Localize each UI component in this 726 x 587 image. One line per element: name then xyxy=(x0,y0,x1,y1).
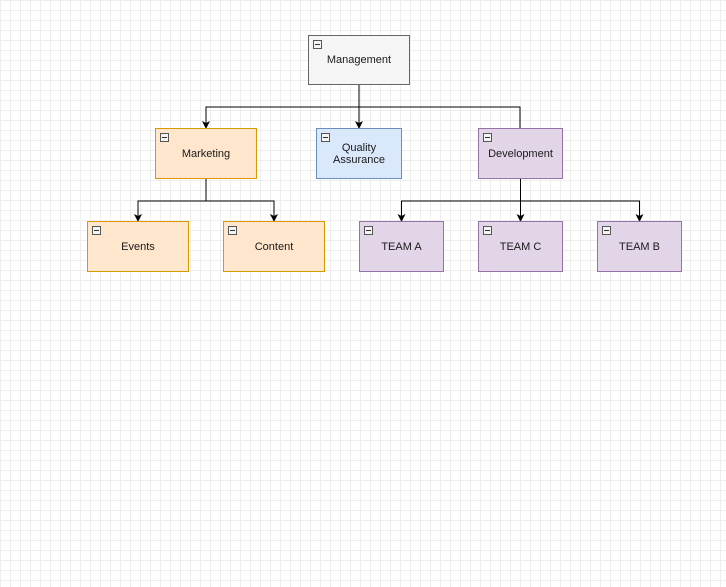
collapse-minus-icon[interactable] xyxy=(228,226,237,235)
node-label: TEAM A xyxy=(381,240,422,253)
node-label: Events xyxy=(121,240,155,253)
collapse-minus-icon[interactable] xyxy=(602,226,611,235)
node-team-c[interactable]: TEAM C xyxy=(478,221,563,272)
collapse-minus-icon[interactable] xyxy=(313,40,322,49)
edge-management-to-development[interactable] xyxy=(358,85,521,128)
edge-marketing-to-events[interactable] xyxy=(134,179,207,222)
node-management[interactable]: Management xyxy=(308,35,410,85)
node-team-a[interactable]: TEAM A xyxy=(359,221,444,272)
edge-marketing-to-content[interactable] xyxy=(205,179,278,222)
edge-management-to-marketing[interactable] xyxy=(202,85,360,129)
edge-development-to-team-b[interactable] xyxy=(520,179,644,222)
node-content[interactable]: Content xyxy=(223,221,325,272)
node-label: Content xyxy=(254,240,294,253)
node-label: TEAM C xyxy=(499,240,542,253)
collapse-minus-icon[interactable] xyxy=(483,133,492,142)
collapse-minus-icon[interactable] xyxy=(160,133,169,142)
collapse-minus-icon[interactable] xyxy=(483,226,492,235)
node-label: Marketing xyxy=(181,147,231,160)
node-label: TEAM B xyxy=(619,240,660,253)
node-marketing[interactable]: Marketing xyxy=(155,128,257,179)
node-label: Development xyxy=(488,147,553,160)
collapse-minus-icon[interactable] xyxy=(321,133,330,142)
node-team-b[interactable]: TEAM B xyxy=(597,221,682,272)
node-events[interactable]: Events xyxy=(87,221,189,272)
node-development[interactable]: Development xyxy=(478,128,563,179)
collapse-minus-icon[interactable] xyxy=(364,226,373,235)
edge-development-to-team-a[interactable] xyxy=(397,179,521,222)
collapse-minus-icon[interactable] xyxy=(92,226,101,235)
node-label: Quality Assurance xyxy=(333,141,385,166)
node-label: Management xyxy=(326,54,392,66)
node-qa[interactable]: Quality Assurance xyxy=(316,128,402,179)
